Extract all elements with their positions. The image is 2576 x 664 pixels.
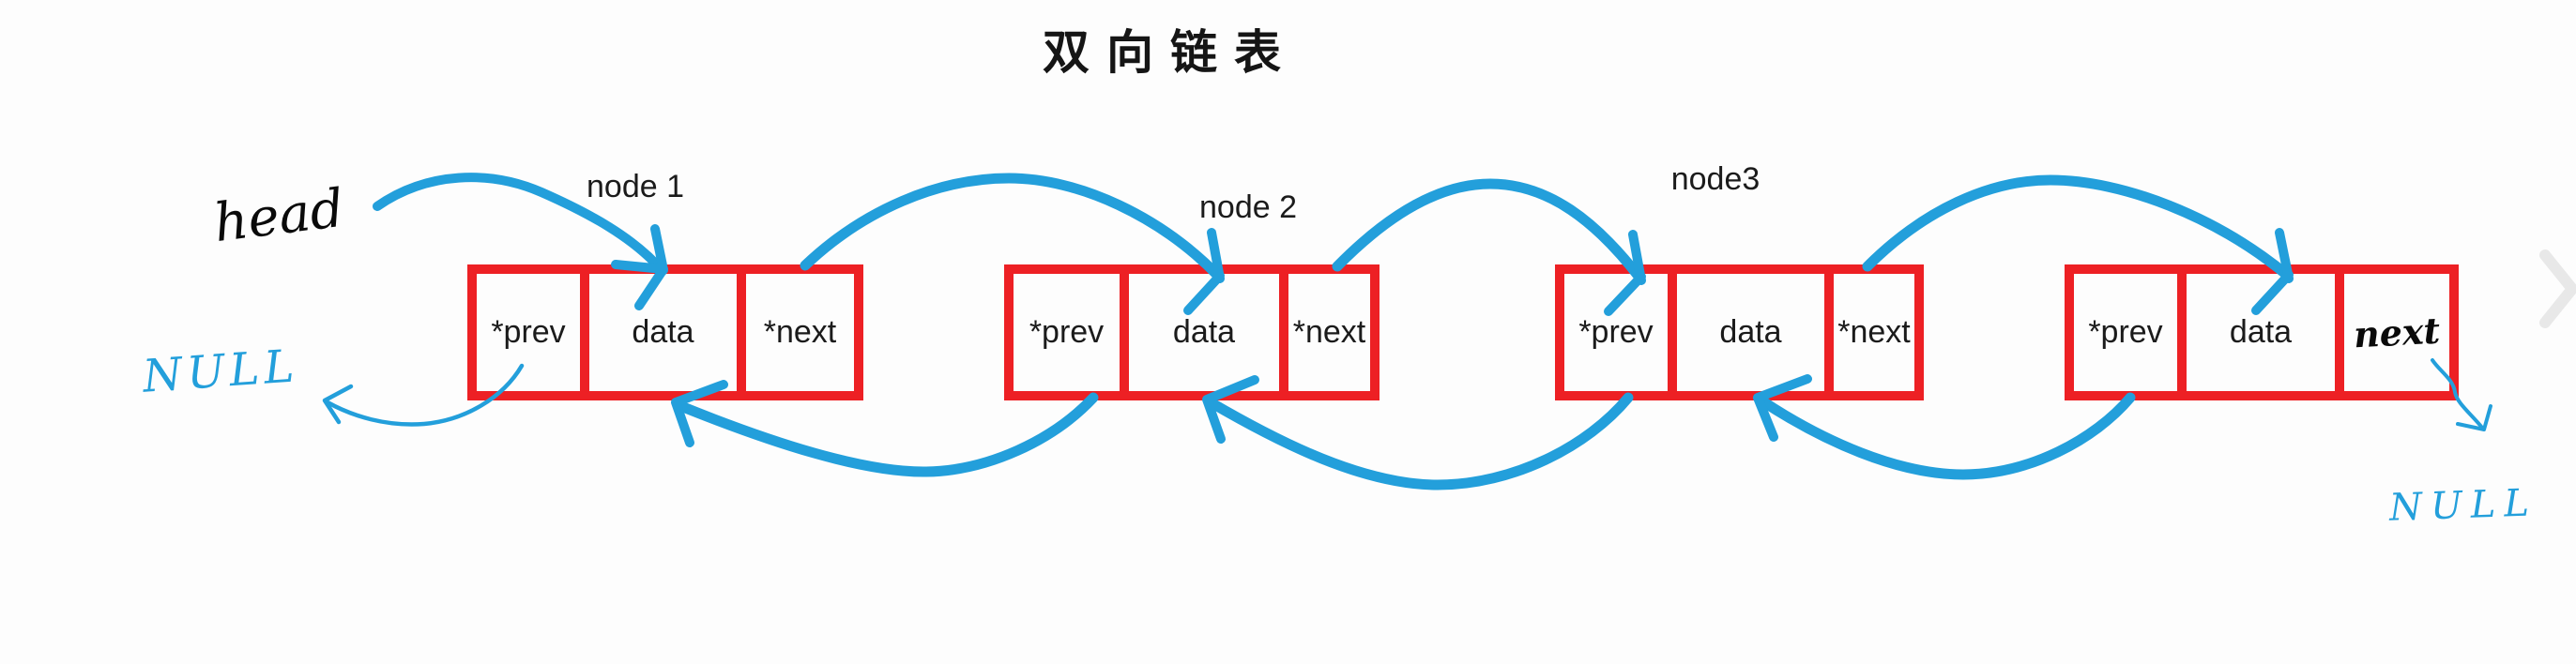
node3-data-cell: data xyxy=(1677,274,1834,391)
node3-prev-cell: *prev xyxy=(1564,274,1677,391)
node2-next-cell: *next xyxy=(1292,314,1366,350)
viewer-next-chevron-icon[interactable] xyxy=(2539,249,2576,328)
node1-data-cell: data xyxy=(589,274,746,391)
node4-box: *prev data next xyxy=(2065,264,2459,400)
arrow-next-node1-node2 xyxy=(800,173,1225,282)
null-label-left: NULL xyxy=(141,340,300,403)
head-pointer-label: head xyxy=(210,177,347,255)
node1-prev-cell: *prev xyxy=(477,274,589,391)
node3-next-cell: *next xyxy=(1837,314,1911,350)
node1-box: *prev data *next xyxy=(467,264,863,400)
arrow-next-node3-node4 xyxy=(1862,174,2294,281)
node3-box: *prev data *next xyxy=(1555,264,1924,400)
node1-next-cell: *next xyxy=(763,314,837,350)
diagram-title: 双向链表 xyxy=(1043,26,1298,79)
node2-label: node 2 xyxy=(1199,189,1297,225)
arrowhead-null-left xyxy=(322,384,354,425)
node2-prev-cell: *prev xyxy=(1014,274,1129,391)
arrow-prev-node3-node2 xyxy=(1205,392,1634,490)
node3-label: node3 xyxy=(1670,161,1761,197)
node4-prev-cell: *prev xyxy=(2074,274,2187,391)
node2-data-cell: data xyxy=(1129,274,1288,391)
arrow-prev-node2-node1 xyxy=(673,392,1099,477)
null-label-right: NULL xyxy=(2388,481,2538,530)
node4-next-cell: next xyxy=(2344,274,2449,391)
node4-data-cell: data xyxy=(2187,274,2344,391)
arrow-prev-node4-node3 xyxy=(1756,392,2136,480)
arrowhead-null-right xyxy=(2456,404,2492,431)
node1-label: node 1 xyxy=(587,169,684,204)
node4-next-handwritten: next xyxy=(2352,309,2442,356)
node2-box: *prev data *next xyxy=(1004,264,1379,400)
